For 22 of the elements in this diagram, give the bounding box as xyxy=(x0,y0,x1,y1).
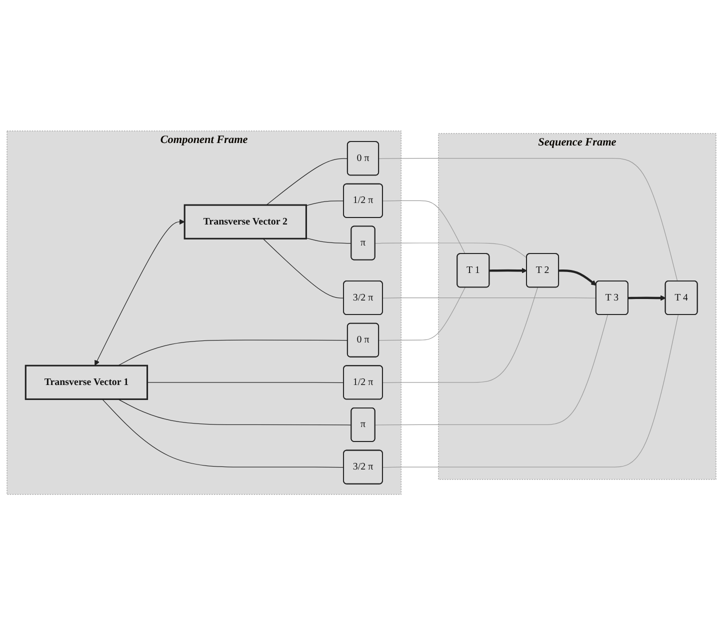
connector xyxy=(262,238,344,299)
connector xyxy=(306,238,352,244)
connector xyxy=(382,200,466,254)
connector xyxy=(378,158,678,282)
connector xyxy=(306,200,344,206)
arrow xyxy=(489,268,528,274)
node-box: Transverse Vector 1 xyxy=(24,365,148,400)
connector xyxy=(146,382,344,384)
connector xyxy=(382,287,538,384)
connector xyxy=(118,399,352,426)
arrow xyxy=(628,296,666,302)
arrow xyxy=(94,219,185,366)
connector xyxy=(374,242,528,259)
connector xyxy=(382,314,678,468)
node-box: Transverse Vector 2 xyxy=(184,204,307,240)
connector xyxy=(382,298,597,299)
connector xyxy=(102,399,344,468)
arrow xyxy=(558,270,596,286)
connector xyxy=(266,158,348,206)
connector xyxy=(118,340,348,366)
connector xyxy=(374,314,608,426)
connector xyxy=(378,287,466,341)
